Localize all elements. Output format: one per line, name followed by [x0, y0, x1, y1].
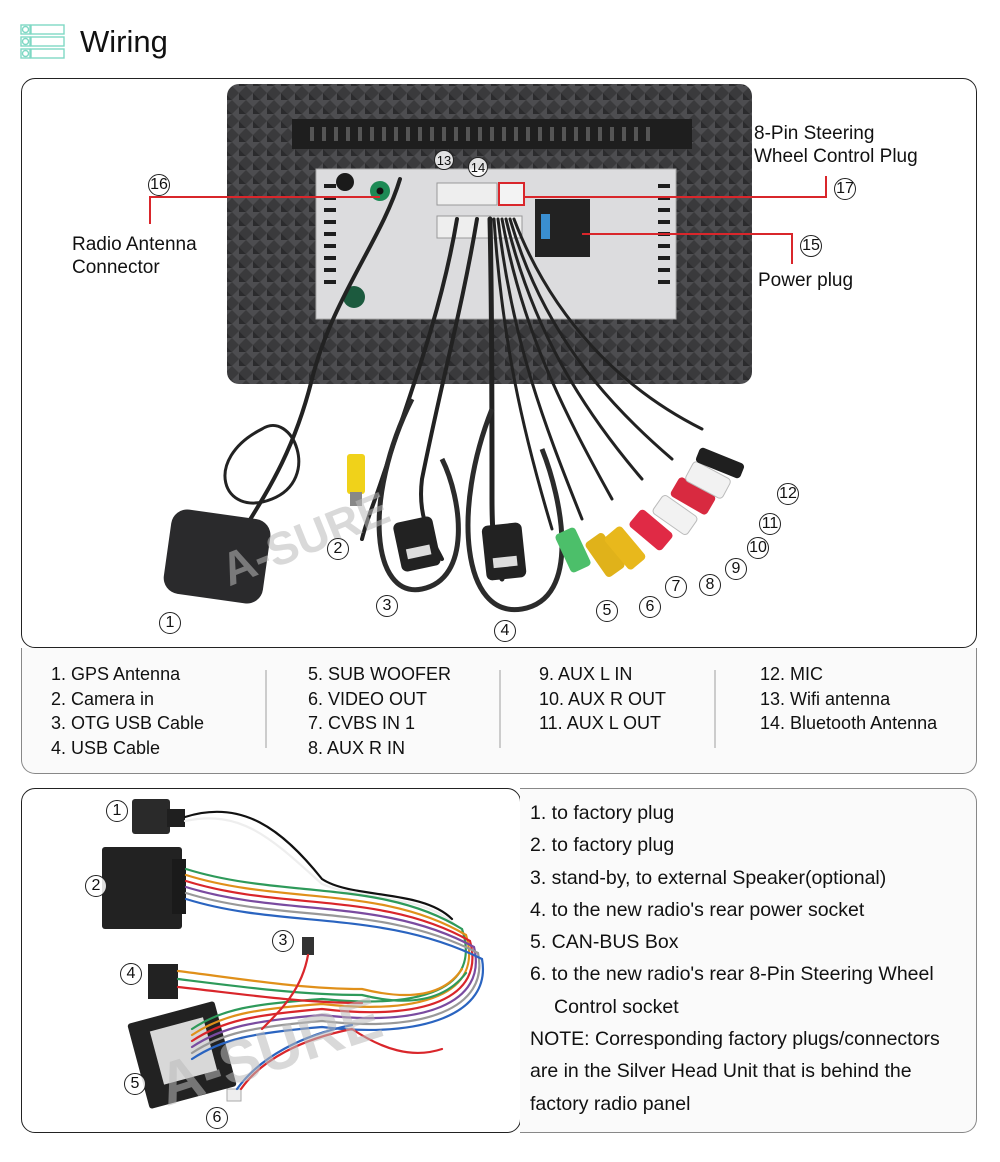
factory-plug-2	[102, 847, 182, 929]
factory-plug-1	[132, 799, 170, 834]
description-item: 5. CAN-BUS Box	[530, 931, 679, 954]
harness-number-2: 2	[85, 875, 107, 897]
legend-item: 12. MIC	[760, 664, 824, 684]
camera-rca-plug	[347, 454, 365, 494]
connector-number-11: 11	[759, 513, 781, 535]
power-plug-label: Power plug	[758, 270, 854, 291]
harness-number-3: 3	[272, 930, 294, 952]
callout-number-15: 15	[800, 235, 822, 257]
legend-item: 1. GPS Antenna	[51, 664, 181, 684]
connector-number-4: 4	[494, 620, 516, 642]
callout-line-17	[524, 176, 827, 198]
legend-item: 13. Wifi antenna	[760, 688, 891, 709]
connector-legend: 1. GPS Antenna 2. Camera in 3. OTG USB C…	[21, 648, 977, 774]
harness-illustration: A-SURE	[102, 799, 485, 1119]
otg-usb-connector	[393, 516, 441, 572]
legend-column-1: 1. GPS Antenna 2. Camera in 3. OTG USB C…	[51, 662, 204, 760]
harness-number-1: 1	[106, 800, 128, 822]
legend-item: 7. CVBS IN 1	[308, 713, 416, 733]
page-header: Wiring	[20, 20, 168, 64]
connector-number-5: 5	[596, 600, 618, 622]
legend-item: 9. AUX L IN	[539, 664, 633, 684]
description-list: 1. to factory plug 2. to factory plug 3.…	[530, 797, 970, 1120]
connector-number-9: 9	[725, 558, 747, 580]
wiring-harness-diagram: A-SURE 1 2 3 4 5 6	[21, 788, 521, 1133]
harness-descriptions: 1. to factory plug 2. to factory plug 3.…	[520, 788, 977, 1133]
legend-item: 11. AUX L OUT	[539, 713, 662, 733]
power-socket-plug-4	[148, 964, 178, 999]
harness-number-6: 6	[206, 1107, 228, 1129]
steering-plug-6	[226, 1088, 242, 1102]
legend-item: 2. Camera in	[51, 688, 155, 709]
legend-divider	[714, 670, 716, 748]
page-title: Wiring	[80, 24, 168, 59]
legend-item: 10. AUX R OUT	[539, 688, 667, 709]
legend-divider	[265, 670, 267, 748]
connector-number-3: 3	[376, 595, 398, 617]
legend-divider	[499, 670, 501, 748]
legend-item: 14. Bluetooth Antenna	[760, 713, 938, 733]
rca-connectors	[555, 447, 745, 577]
harness-number-5: 5	[124, 1073, 146, 1095]
legend-column-2: 5. SUB WOOFER 6. VIDEO OUT 7. CVBS IN 1 …	[308, 662, 451, 760]
harness-number-4: 4	[120, 963, 142, 985]
description-item: 3. stand-by, to external Speaker(optiona…	[530, 866, 887, 889]
connector-number-1: 1	[159, 612, 181, 634]
radio-antenna-label: Radio Antenna Connector	[72, 234, 197, 278]
callout-line-15	[582, 233, 793, 264]
head-unit-rear-diagram: A-SURE 16 Radio Antenna Connector 8-Pin …	[21, 78, 977, 648]
description-item: 6. to the new radio's rear 8-Pin Steerin…	[530, 963, 934, 986]
head-unit-illustration: A-SURE	[149, 84, 827, 613]
callout-number-16: 16	[148, 174, 170, 196]
connector-number-10: 10	[747, 537, 769, 559]
legend-column-4: 12. MIC 13. Wifi antenna 14. Bluetooth A…	[760, 662, 937, 736]
watermark: A-SURE	[214, 481, 397, 595]
legend-column-3: 9. AUX L IN 10. AUX R OUT 11. AUX L OUT	[539, 662, 666, 736]
wifi-bt-port	[436, 182, 498, 206]
note-line: factory radio panel	[530, 1092, 691, 1115]
connector-number-8: 8	[699, 574, 721, 596]
steering-port	[498, 182, 525, 206]
description-item: 1. to factory plug	[530, 802, 675, 824]
speaker-plug-3	[302, 937, 314, 955]
mic-jack	[695, 447, 745, 479]
callout-number-14: 14	[468, 157, 488, 177]
description-item: 4. to the new radio's rear power socket	[530, 898, 865, 921]
note-line: are in the Silver Head Unit that is behi…	[530, 1060, 912, 1083]
description-item: 2. to factory plug	[530, 834, 675, 857]
connector-number-6: 6	[639, 596, 661, 618]
legend-item: 6. VIDEO OUT	[308, 688, 428, 709]
callout-number-13: 13	[434, 150, 454, 170]
legend-item: 5. SUB WOOFER	[308, 664, 452, 684]
note-line: NOTE: Corresponding factory plugs/connec…	[530, 1028, 940, 1051]
list-icon	[20, 23, 65, 61]
connector-number-7: 7	[665, 576, 687, 598]
connector-number-12: 12	[777, 483, 799, 505]
usb-connector	[481, 522, 527, 581]
description-item-continuation: Control socket	[554, 995, 679, 1018]
callout-line-16	[149, 196, 380, 224]
callout-number-17: 17	[834, 178, 856, 200]
legend-item: 3. OTG USB Cable	[51, 713, 205, 733]
steering-plug-label: 8-Pin Steering Wheel Control Plug	[754, 123, 918, 167]
legend-item: 8. AUX R IN	[308, 737, 406, 758]
gps-antenna-module	[163, 509, 271, 604]
connector-number-2: 2	[327, 538, 349, 560]
legend-item: 4. USB Cable	[51, 737, 161, 758]
